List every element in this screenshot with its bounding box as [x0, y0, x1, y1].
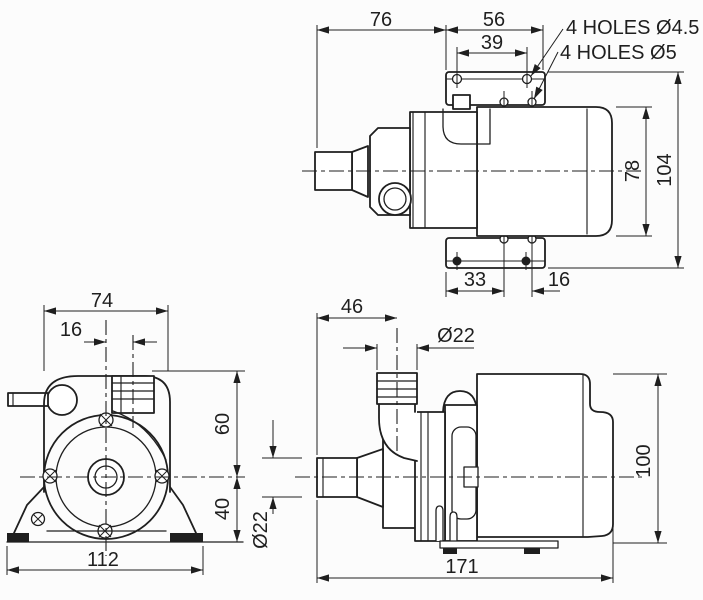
dim-text-76: 76 — [370, 9, 392, 31]
dim-text-112: 112 — [87, 549, 119, 571]
front-body-outline — [43, 375, 171, 493]
dim-text-16-front: 16 — [60, 319, 82, 341]
front-view-object — [6, 320, 245, 556]
mid-section-ribs — [412, 111, 426, 229]
face-screws — [42, 412, 170, 539]
top-view-object — [302, 70, 642, 270]
dim-text-dia22-inlet: Ø22 — [250, 511, 272, 549]
outlet-elbow-edges — [378, 403, 418, 462]
dim-text-100: 100 — [633, 444, 655, 477]
note-holes-4p5: 4 HOLES Ø4.5 — [566, 17, 699, 39]
side-plug-knob — [46, 384, 78, 416]
dim-text-104: 104 — [654, 153, 676, 186]
volute-slots — [435, 505, 458, 542]
note-holes-5: 4 HOLES Ø5 — [560, 42, 677, 64]
extension-lines — [6, 305, 245, 575]
dim-text-dia22-outlet: Ø22 — [437, 325, 475, 347]
base-pad-right — [524, 548, 540, 554]
top-view-dimensions: 76 56 39 4 HOLES Ø4.5 4 HOLES Ø5 33 16 7… — [316, 9, 699, 297]
dim-text-56: 56 — [483, 9, 505, 31]
extension-lines — [262, 313, 667, 583]
outlet-boss-inner — [383, 187, 407, 211]
bracket-top-holes-5 — [499, 91, 537, 113]
side-view: 46 Ø22 Ø22 100 171 — [250, 296, 667, 583]
leader-holes-5 — [533, 51, 559, 100]
motor-body-plan — [476, 106, 613, 237]
dim-text-16-plan: 16 — [548, 269, 570, 291]
inlet-taper-side — [356, 448, 384, 508]
dim-text-33: 33 — [464, 269, 486, 291]
cable-pocket — [442, 108, 491, 145]
dim-text-40: 40 — [212, 498, 234, 520]
leader-holes-4p5 — [530, 28, 564, 77]
volute-ribs — [420, 411, 429, 542]
dim-text-171: 171 — [445, 556, 478, 578]
front-view-dimensions: 74 16 60 40 112 — [6, 290, 245, 575]
dim-text-78: 78 — [622, 160, 644, 182]
bracket-bottom-holes-4p5 — [452, 252, 531, 270]
side-plug-stub — [7, 392, 49, 407]
mounting-feet-front — [6, 486, 244, 543]
terminal-tab — [452, 94, 471, 110]
side-view-object — [295, 328, 642, 554]
dim-text-74: 74 — [91, 290, 113, 312]
front-centerlines — [20, 320, 245, 556]
volute-edge-front — [112, 410, 167, 461]
foot-pad-left — [7, 533, 29, 542]
dim-text-39: 39 — [481, 32, 503, 54]
side-centerlines — [295, 328, 642, 478]
dim-text-60: 60 — [212, 413, 234, 435]
dim-text-46: 46 — [341, 296, 363, 318]
base-pad-left — [443, 548, 457, 554]
side-view-dimensions: 46 Ø22 Ø22 100 171 — [250, 296, 667, 583]
foot-pad-right — [170, 533, 203, 542]
mounting-base-side — [439, 540, 559, 554]
bracket-top-holes-4p5 — [451, 70, 533, 88]
front-view: 74 16 60 40 112 — [6, 290, 245, 575]
top-view: 76 56 39 4 HOLES Ø4.5 4 HOLES Ø5 33 16 7… — [302, 9, 699, 297]
extension-lines — [316, 25, 684, 297]
motor-body-side — [476, 373, 614, 538]
